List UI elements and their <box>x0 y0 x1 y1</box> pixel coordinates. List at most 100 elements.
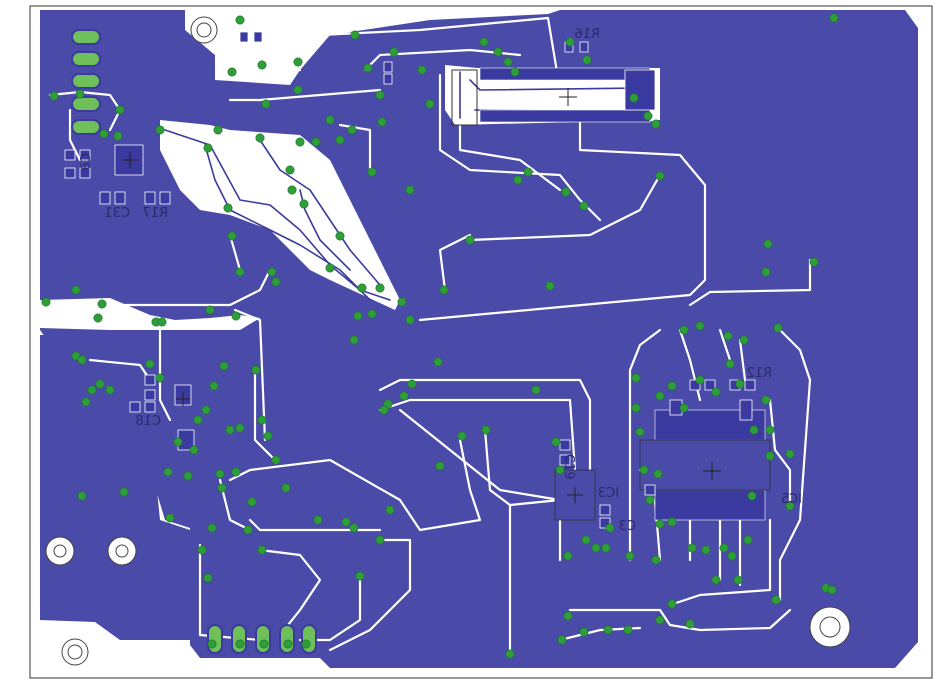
via <box>189 445 199 455</box>
label-c18: C18 <box>135 414 161 429</box>
via <box>785 449 795 459</box>
via <box>563 551 573 561</box>
via <box>207 639 217 649</box>
via <box>631 403 641 413</box>
label-c9: C9 <box>76 153 91 170</box>
via <box>397 297 407 307</box>
via <box>725 359 735 369</box>
via <box>207 523 217 533</box>
via <box>301 639 311 649</box>
via <box>655 519 665 529</box>
via <box>223 203 233 213</box>
via <box>513 175 523 185</box>
via <box>623 625 633 635</box>
via <box>377 117 387 127</box>
via <box>283 639 293 649</box>
via <box>582 55 592 65</box>
via <box>259 639 269 649</box>
via <box>299 199 309 209</box>
via <box>193 415 203 425</box>
label-r17: R17 <box>142 206 168 221</box>
via <box>439 285 449 295</box>
via <box>655 615 665 625</box>
via <box>643 111 653 121</box>
via <box>367 309 377 319</box>
via <box>145 359 155 369</box>
via <box>829 13 839 23</box>
via <box>727 551 737 561</box>
via <box>545 281 555 291</box>
via <box>629 93 639 103</box>
via <box>231 311 241 321</box>
via <box>563 611 573 621</box>
via <box>749 425 759 435</box>
label-c3: C3 <box>619 519 636 534</box>
via <box>115 105 125 115</box>
via <box>531 385 541 395</box>
via <box>723 331 733 341</box>
via <box>75 89 85 99</box>
via <box>653 469 663 479</box>
via <box>215 469 225 479</box>
clearance-area-2 <box>40 298 260 330</box>
vias <box>41 13 839 659</box>
via <box>347 125 357 135</box>
via <box>719 543 729 553</box>
via <box>77 355 87 365</box>
via <box>667 517 677 527</box>
via <box>761 395 771 405</box>
via <box>389 47 399 57</box>
via <box>325 263 335 273</box>
via <box>41 297 51 307</box>
via <box>243 525 253 535</box>
via <box>257 545 267 555</box>
via <box>367 167 377 177</box>
via <box>405 315 415 325</box>
clearance-area-1 <box>160 120 400 310</box>
via <box>293 85 303 95</box>
via <box>827 585 837 595</box>
via <box>375 535 385 545</box>
via <box>765 451 775 461</box>
via <box>739 335 749 345</box>
via <box>81 397 91 407</box>
via <box>105 385 115 395</box>
via <box>581 535 591 545</box>
via <box>771 595 781 605</box>
via <box>405 185 415 195</box>
via <box>350 30 360 40</box>
via <box>219 361 229 371</box>
via <box>379 405 389 415</box>
via <box>503 57 513 67</box>
via <box>271 277 281 287</box>
via <box>201 405 211 415</box>
via <box>165 513 175 523</box>
via <box>71 285 81 295</box>
via <box>227 67 237 77</box>
label-r12: R12 <box>746 366 772 381</box>
via <box>257 415 267 425</box>
via <box>335 231 345 241</box>
via <box>555 465 565 475</box>
via <box>313 515 323 525</box>
via <box>251 365 261 375</box>
via <box>747 491 757 501</box>
via <box>605 523 615 533</box>
via <box>565 37 575 47</box>
via <box>687 543 697 553</box>
via <box>235 423 245 433</box>
via <box>209 381 219 391</box>
via <box>227 231 237 241</box>
via <box>679 325 689 335</box>
via <box>157 317 167 327</box>
via <box>765 425 775 435</box>
via <box>235 639 245 649</box>
label-ic5: IC5 <box>781 492 802 507</box>
via <box>561 187 571 197</box>
ic5-footprint <box>639 409 771 521</box>
via <box>225 425 235 435</box>
via <box>355 571 365 581</box>
via <box>263 431 273 441</box>
via <box>235 267 245 277</box>
